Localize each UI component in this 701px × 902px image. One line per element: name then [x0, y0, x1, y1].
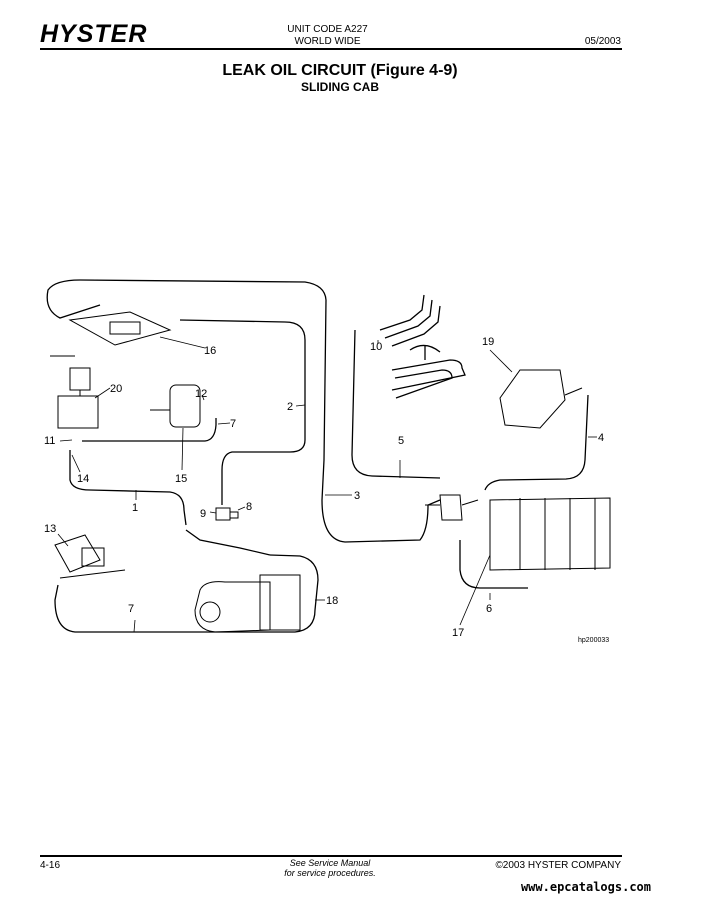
- callout-4: 4: [598, 432, 604, 444]
- component-13-coil: [81, 547, 105, 567]
- callout-13: 13: [44, 523, 56, 535]
- callout-7-upper: 7: [230, 418, 236, 430]
- callout-8: 8: [246, 501, 252, 513]
- component-17-valve-bank: [489, 497, 611, 571]
- hose-4: [484, 394, 589, 491]
- component-20-body: [57, 395, 99, 429]
- callout-20: 20: [110, 383, 122, 395]
- hose-6: [459, 540, 528, 589]
- callout-7-lower: 7: [128, 603, 134, 615]
- callout-3: 3: [354, 490, 360, 502]
- hose-1: [69, 450, 187, 526]
- header-date: 05/2003: [584, 36, 621, 47]
- callout-5: 5: [398, 435, 404, 447]
- callout-2: 2: [287, 401, 293, 413]
- page-number: 4-16: [40, 860, 61, 871]
- hose-2: [46, 279, 441, 543]
- component-16-block: [109, 321, 141, 335]
- service-note-line2: for service procedures.: [284, 868, 376, 878]
- watermark: www.epcatalogs.com: [520, 880, 651, 894]
- callout-9: 9: [200, 508, 206, 520]
- service-note-line1: See Service Manual: [289, 858, 371, 868]
- callout-10: 10: [370, 341, 382, 353]
- hose-7-lower: [54, 554, 319, 633]
- callout-6: 6: [486, 603, 492, 615]
- header-rule: [40, 48, 622, 50]
- component-16-plate: [68, 311, 172, 346]
- component-18-housing: [259, 574, 301, 631]
- page-title: LEAK OIL CIRCUIT (Figure 4-9): [222, 62, 458, 79]
- tee-fitting: [439, 494, 463, 521]
- callout-14: 14: [77, 473, 89, 485]
- callout-19: 19: [482, 336, 494, 348]
- copyright: ©2003 HYSTER COMPANY: [495, 860, 621, 871]
- callout-12: 12: [195, 388, 207, 400]
- fitting-8: [229, 511, 239, 519]
- hose-2-branch: [179, 319, 306, 505]
- service-note: See Service Manual for service procedure…: [260, 858, 400, 878]
- callout-16: 16: [204, 345, 216, 357]
- callout-11: 11: [44, 435, 55, 447]
- component-15-body: [169, 384, 201, 428]
- callout-18: 18: [326, 595, 338, 607]
- component-20-top: [69, 367, 91, 391]
- hose-5: [351, 329, 441, 479]
- hose-7-upper: [82, 418, 217, 442]
- callout-17: 17: [452, 627, 464, 639]
- component-18-motor: [194, 581, 271, 633]
- callout-1: 1: [132, 502, 138, 514]
- footer-rule: [40, 855, 622, 857]
- region: WORLD WIDE: [294, 36, 361, 47]
- page-subtitle: SLIDING CAB: [301, 80, 379, 94]
- fitting-9: [215, 507, 231, 521]
- hyster-logo: HYSTER: [40, 20, 148, 48]
- figure-reference: hp200033: [578, 637, 609, 644]
- component-13-valve: [54, 534, 101, 573]
- callout-15: 15: [175, 473, 187, 485]
- component-19-block: [499, 369, 566, 429]
- unit-code: UNIT CODE A227: [287, 24, 368, 35]
